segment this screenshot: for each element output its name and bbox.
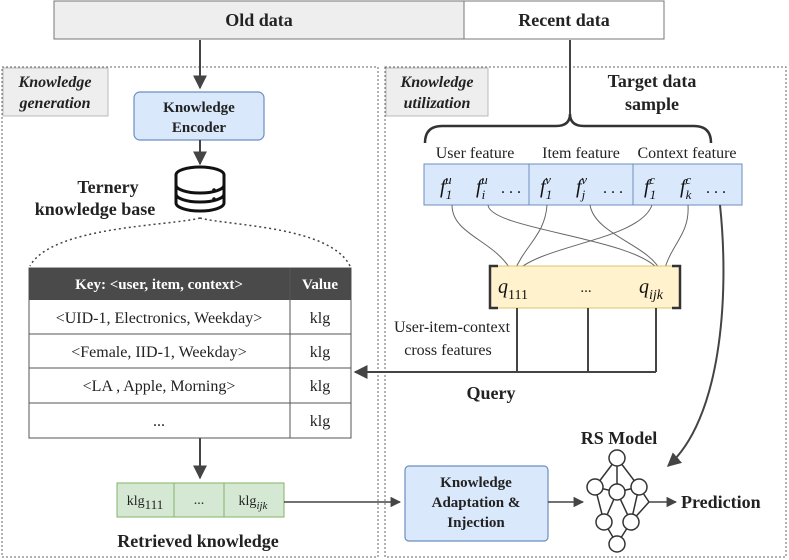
feature-box: f1u fiu . . . f1v fjv . . . f1c fkc . . …	[423, 163, 743, 206]
svg-text:Knowledge: Knowledge	[18, 74, 92, 91]
table-value-header: Value	[302, 277, 338, 293]
feature-to-query-arrows	[451, 204, 689, 273]
feature-fjv: fjv	[576, 172, 587, 202]
table-row-3-value: klg	[310, 378, 330, 395]
svg-text:Knowledge: Knowledge	[400, 74, 474, 91]
database-icon	[174, 165, 226, 213]
feature-context-dots: . . .	[706, 180, 726, 197]
table-key-header: Key: <user, item, context>	[75, 277, 243, 293]
kb-label-line2: knowledge base	[35, 199, 156, 219]
query-ellipsis: ...	[580, 280, 591, 296]
table-row-2-value: klg	[310, 344, 330, 361]
table-row-3-key: <LA , Apple, Morning>	[83, 378, 236, 395]
svg-text:generation: generation	[18, 95, 90, 112]
target-sample-line2: sample	[625, 94, 679, 114]
context-feature-label: Context feature	[637, 145, 736, 162]
utilization-panel	[384, 66, 787, 558]
generation-section-label: Knowledge generation	[2, 67, 109, 117]
kb-expansion-left	[29, 217, 201, 267]
query-qijk: qijk	[639, 276, 664, 303]
svg-text:utilization: utilization	[404, 95, 471, 112]
feature-f1c: f1c	[644, 172, 656, 202]
table-row-1-key: <UID-1, Electronics, Weekday>	[56, 310, 263, 327]
target-sample-line1: Target data	[608, 71, 697, 91]
svg-text:Encoder: Encoder	[172, 120, 227, 136]
recent-data-label: Recent data	[518, 10, 609, 30]
rs-model-label: RS Model	[581, 428, 658, 448]
retrieved-cell-3: klgijk	[239, 494, 269, 512]
recent-data-box	[463, 0, 665, 40]
cross-features-line1: User-item-context	[394, 319, 511, 336]
svg-text:Knowledge: Knowledge	[440, 475, 512, 491]
feature-item-dots: . . .	[603, 180, 623, 197]
knowledge-table: Key: <user, item, context> Value <UID-1,…	[28, 267, 352, 439]
retrieved-cell-ellipsis: ...	[194, 493, 205, 508]
header-bar: Old data Recent data	[53, 0, 665, 40]
feature-fkc: fkc	[680, 172, 692, 202]
query-q111: q111	[498, 276, 528, 303]
user-feature-label: User feature	[436, 145, 515, 162]
generation-panel	[1, 66, 379, 558]
utilization-section-label: Knowledge utilization	[385, 67, 489, 117]
arrow-features-to-rs	[666, 204, 725, 467]
feature-fiu: fiu	[476, 172, 488, 202]
table-row-2-key: <Female, IID-1, Weekday>	[71, 344, 247, 361]
old-data-box	[53, 0, 465, 40]
cross-features-line2: cross features	[404, 342, 492, 359]
svg-text:Knowledge: Knowledge	[163, 100, 235, 116]
query-lines	[353, 308, 657, 379]
target-brace	[423, 113, 713, 144]
feature-user-dots: . . .	[501, 180, 521, 197]
feature-f1u: f1u	[440, 172, 452, 202]
retrieved-knowledge-box: klg111 ... klgijk	[116, 482, 285, 518]
feature-f1v: f1v	[540, 172, 552, 202]
svg-text:Adaptation &: Adaptation &	[432, 495, 521, 511]
table-row-1-value: klg	[310, 310, 330, 327]
prediction-label: Prediction	[681, 492, 761, 512]
table-row-4-value: klg	[310, 413, 330, 430]
table-row-4-key: ...	[153, 413, 165, 430]
item-feature-label: Item feature	[542, 145, 620, 162]
kb-expansion-right	[199, 217, 351, 267]
rs-model-network-icon	[586, 449, 650, 553]
adaptation-injection-box: Knowledge Adaptation & Injection	[404, 465, 549, 542]
table-header	[29, 268, 351, 300]
retrieved-cell-1: klg111	[127, 494, 163, 512]
knowledge-encoder-box: Knowledge Encoder	[133, 91, 265, 141]
query-box: q111 ... qijk	[488, 264, 682, 310]
query-label: Query	[467, 383, 516, 403]
old-data-label: Old data	[225, 10, 293, 30]
svg-text:Injection: Injection	[447, 515, 505, 531]
kb-label-line1: Ternery	[77, 177, 138, 197]
retrieved-knowledge-label: Retrieved knowledge	[117, 531, 278, 551]
